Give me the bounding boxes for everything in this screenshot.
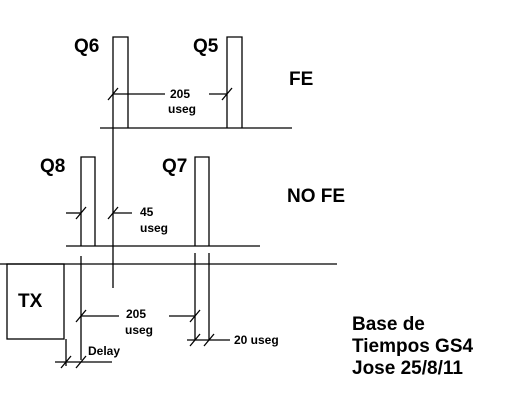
t205-bottom-tick-right [189,309,201,323]
t20-label: 20 useg [234,333,279,347]
q7-label: Q7 [162,156,187,177]
q5-pulse [226,36,243,128]
delay-tick-left [60,355,72,369]
t205-top-unit: useg [168,102,196,116]
delay-label: Delay [88,344,120,358]
caption-line-2: Tiempos GS4 [352,336,474,357]
q6-label: Q6 [74,36,99,57]
t45-value: 45 [140,205,154,219]
t205-top-value: 205 [170,87,190,101]
caption-line-1: Base de [352,314,425,335]
t45-unit: useg [140,221,168,235]
t205-bottom-tick-left [75,309,87,323]
t205-bottom-value: 205 [126,307,146,321]
q6-pulse [112,36,129,128]
t205-bottom-unit: useg [125,323,153,337]
t45-tick-right [107,206,119,220]
tx-label: TX [18,291,43,312]
q5-label: Q5 [193,36,219,57]
fe-label: FE [289,69,313,90]
q7-pulse [194,156,210,246]
t205-top-tick-left [107,87,119,101]
caption-line-3: Jose 25/8/11 [352,358,463,379]
t20-tick-right [203,333,215,347]
t205-top-tick-right [221,87,233,101]
t20-tick-left [189,333,201,347]
q8-label: Q8 [40,156,65,177]
delay-tick-right [75,355,87,369]
t45-tick-left [75,206,87,220]
q8-pulse [80,156,96,246]
nofe-label: NO FE [287,186,345,207]
tx-block [6,263,65,340]
